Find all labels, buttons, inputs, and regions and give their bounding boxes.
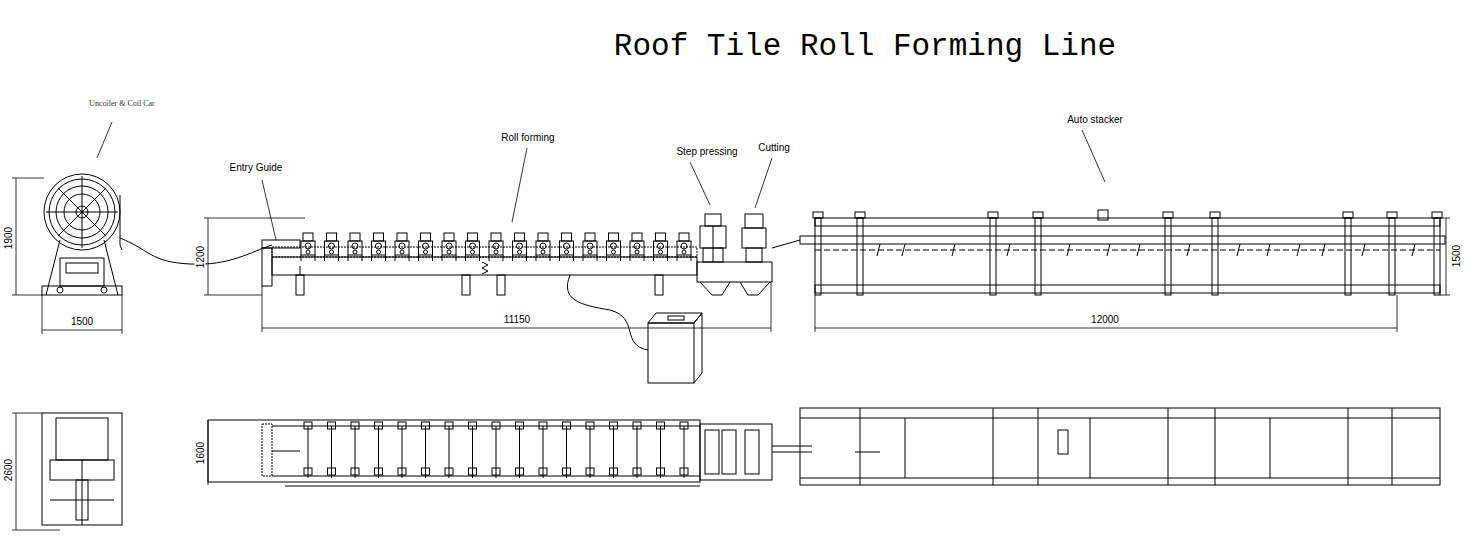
dimension-text: 12000: [1090, 314, 1120, 325]
auto-stacker-plan: [800, 408, 1440, 485]
drawing-title: Roof Tile Roll Forming Line: [613, 30, 1117, 64]
uncoiler-plan: [42, 413, 122, 525]
press-and-cutter: [697, 214, 800, 295]
part-label: Cutting: [757, 142, 791, 153]
dimension-text: 1500: [70, 316, 94, 327]
part-label: Roll forming: [500, 132, 555, 143]
auto-stacker-side: [800, 210, 1445, 295]
roll-former-side: [262, 233, 697, 295]
roll-former-plan: [208, 420, 812, 486]
dimension-text: 2600: [3, 458, 14, 482]
dimension-text: 1200: [195, 245, 206, 269]
part-label: Entry Guide: [229, 162, 284, 173]
dimension-lines: [12, 178, 1450, 530]
control-cabinet: [567, 275, 702, 383]
dimension-text: 1900: [3, 226, 14, 250]
part-label: Auto stacker: [1066, 114, 1124, 125]
part-label: Step pressing: [675, 146, 738, 157]
dimension-text: 1500: [1451, 244, 1462, 268]
dimension-text: 11150: [503, 314, 531, 325]
leader-lines: [97, 122, 1105, 240]
part-label: Uncoiler & Coil Car: [88, 100, 156, 109]
uncoiler-side: [42, 174, 122, 295]
dimension-text: 1600: [195, 441, 206, 465]
